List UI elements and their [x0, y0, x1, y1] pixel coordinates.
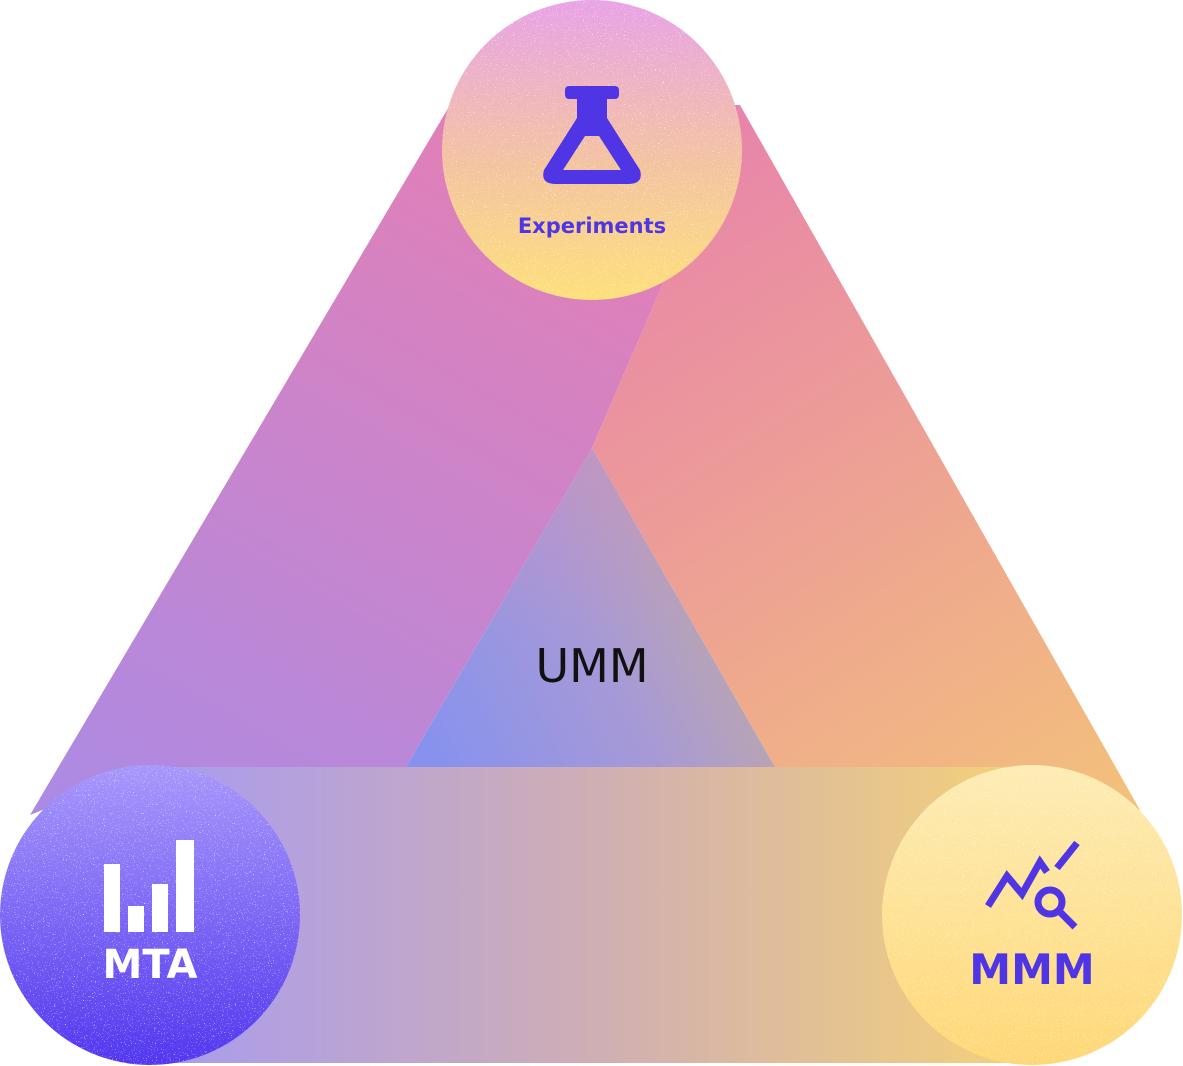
node-experiments: Experiments [442, 0, 742, 300]
bar-chart-icon [104, 840, 194, 932]
bottom-band [150, 767, 1035, 1063]
center-triangle-overlay [406, 448, 775, 767]
trend-search-icon [985, 840, 1080, 930]
mmm-circle [882, 765, 1182, 1065]
mmm-label: MMM [969, 945, 1094, 994]
mta-label: MTA [103, 942, 198, 988]
right-band [592, 105, 1140, 810]
center-label: UMM [535, 639, 648, 693]
experiments-label: Experiments [518, 214, 666, 238]
node-mta: MTA [0, 765, 300, 1065]
node-mmm: MMM [882, 765, 1182, 1065]
mta-circle [0, 765, 300, 1065]
flask-icon [543, 86, 641, 184]
experiments-circle [442, 0, 742, 300]
